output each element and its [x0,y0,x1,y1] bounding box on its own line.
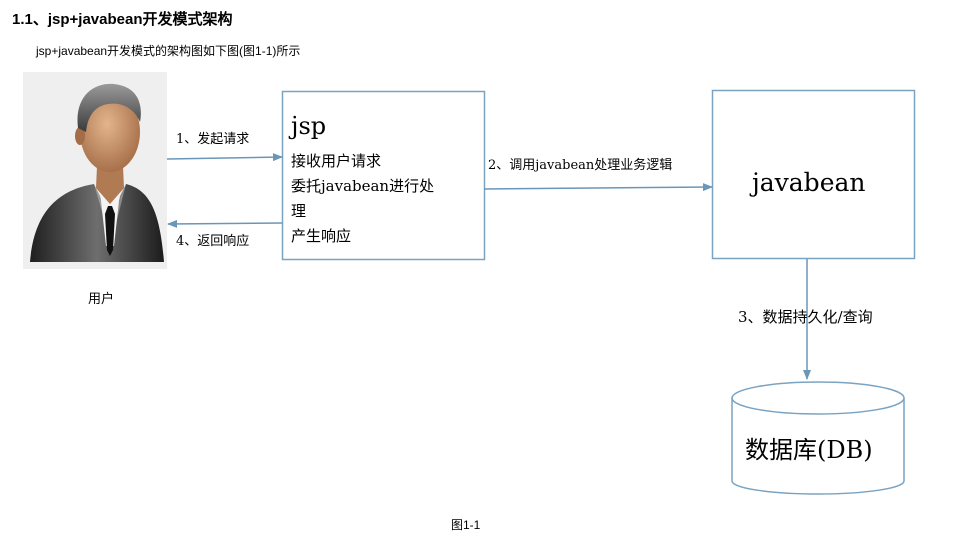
javabean-box-title: javabean [752,168,866,197]
javabean-box [711,89,916,260]
request-arrow-label: 1、发起请求 [176,132,250,147]
persist-arrow-label: 3、数据持久化/查询 [738,308,873,326]
jsp-box-line: 理 [291,202,307,220]
figure-caption: 图1-1 [451,518,481,532]
section-heading: 1.1、jsp+javabean开发模式架构 [12,11,233,28]
database-cylinder [731,381,905,495]
intro-text: jsp+javabean开发模式的架构图如下图(图1-1)所示 [36,44,301,58]
jsp-box-line: 接收用户请求 [291,152,382,170]
call-arrow [483,183,713,192]
response-arrow [167,219,283,228]
request-arrow [166,153,283,162]
jsp-box-line: 委托javabean进行处 [291,177,435,195]
jsp-box [281,90,486,261]
jsp-box-line: 产生响应 [291,227,352,245]
database-label: 数据库(DB) [745,436,873,464]
call-arrow-label: 2、调用javabean处理业务逻辑 [488,158,673,173]
user-avatar-icon [23,72,167,269]
jsp-box-title: jsp [291,112,327,140]
response-arrow-label: 4、返回响应 [176,234,250,249]
user-label: 用户 [88,291,115,306]
